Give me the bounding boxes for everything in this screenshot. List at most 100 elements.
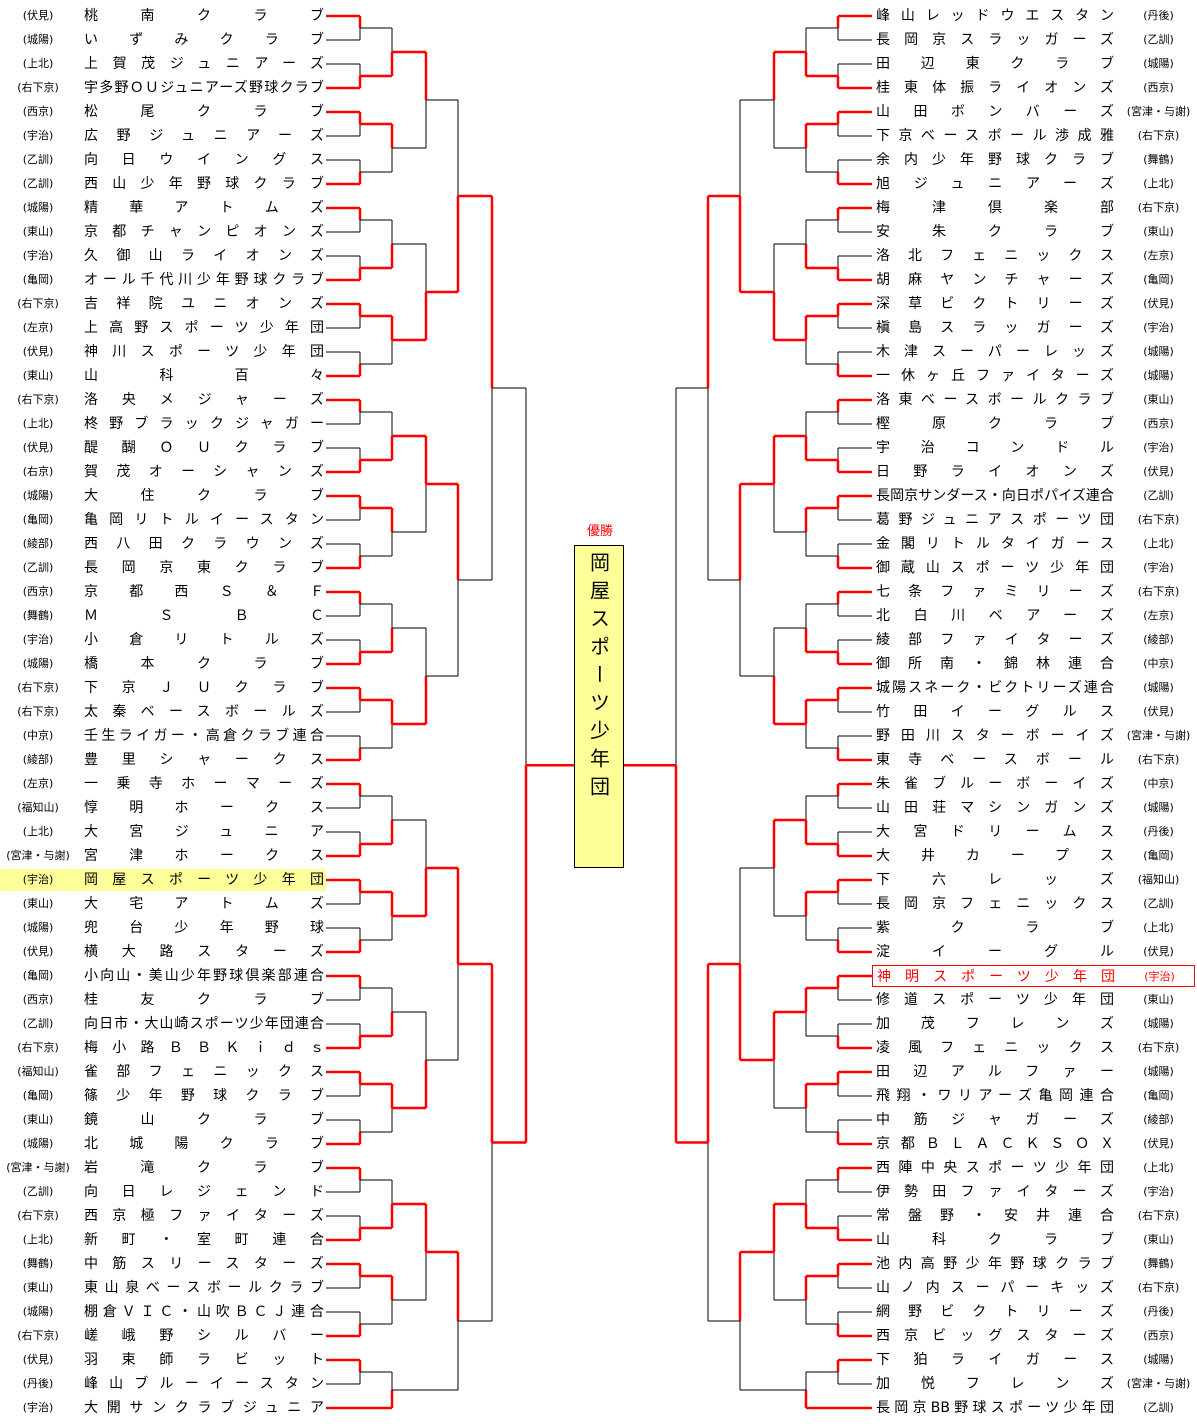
district-label: (亀岡) — [22, 273, 54, 286]
district-label: (右下京) — [17, 393, 59, 406]
team-name: 向日市・大山崎スポーツ少年団連合 — [84, 1016, 324, 1032]
bracket-entry: 胡麻ヤンチャーズ(亀岡) — [872, 269, 1197, 291]
team-name: 西八田クラウンズ — [84, 536, 324, 552]
bracket-entry: (中京)壬生ライガー・高倉クラブ連合 — [0, 725, 326, 747]
team-name: 山田荘マシンガンズ — [876, 800, 1114, 816]
bracket-entry: (亀岡)篠少年野球クラブ — [0, 1085, 326, 1107]
team-name: 横大路スターズ — [84, 944, 324, 960]
bracket-entry: (宇治)広野ジュニアーズ — [0, 125, 326, 147]
team-name: オール千代川少年野球クラブ — [84, 272, 324, 288]
team-name: 北白川ベアーズ — [876, 608, 1114, 624]
bracket-entry: 余内少年野球クラブ(舞鶴) — [872, 149, 1197, 171]
district-label: (右下京) — [1137, 585, 1180, 598]
district-label: (右下京) — [1137, 1041, 1180, 1054]
team-name: 上賀茂ジュニアーズ — [84, 56, 324, 72]
bracket-entry: 七条ファミリーズ (右下京) — [872, 581, 1197, 603]
bracket-entry: 御所南・錦林連合(中京) — [872, 653, 1197, 675]
bracket-entry: (右下京)下京ＪＵクラブ — [0, 677, 326, 699]
team-name: 新町・室町連合 — [84, 1232, 324, 1248]
team-name: 吉祥院ユニオンズ — [84, 296, 324, 312]
district-label: (左京) — [1143, 249, 1174, 262]
district-label: (丹後) — [22, 1377, 54, 1390]
bracket-entry: (乙訓)向日市・大山崎スポーツ少年団連合 — [0, 1013, 326, 1035]
bracket-entry: (西京)松尾クラブ — [0, 101, 326, 123]
team-name: 大宅アトムズ — [84, 896, 324, 912]
district-label: (中京) — [1143, 657, 1174, 670]
bracket-entry: 長岡京BB野球スポーツ少年団(乙訓) — [872, 1397, 1197, 1419]
bracket-entry: (宇治)大開サンクラブジュニア — [0, 1397, 326, 1419]
district-label: (西京) — [1143, 81, 1174, 94]
team-name: 山ノ内スーパーキッズ — [876, 1280, 1114, 1296]
district-label: (右下京) — [17, 297, 59, 310]
bracket-entry: 長岡京フェニックス(乙訓) — [872, 893, 1197, 915]
team-name: 一乗寺ホーマーズ — [84, 776, 324, 792]
team-name: 網野ビクトリーズ — [876, 1304, 1114, 1320]
district-label: (宇治) — [22, 873, 54, 886]
team-name: 深草ビクトリーズ — [876, 296, 1114, 312]
team-name: 七条ファミリーズ — [876, 584, 1114, 600]
team-name: 宇治コンドル — [876, 440, 1114, 456]
bracket-entry: (福知山)雀部フェニックス — [0, 1061, 326, 1083]
district-label: (宮津・与謝) — [1126, 729, 1191, 742]
bracket-entry: (右京)賀茂オーシャンズ — [0, 461, 326, 483]
bracket-entry: (乙訓)向日ウイングス — [0, 149, 326, 171]
team-name: 神川スポーツ少年団 — [84, 344, 324, 360]
district-label: (丹後) — [1143, 1305, 1174, 1318]
team-name: いずみクラブ — [84, 32, 324, 48]
district-label: (城陽) — [22, 33, 54, 46]
bracket-entry: 伊勢田ファイターズ(宇治) — [872, 1181, 1197, 1203]
bracket-entry: (右下京) 西京極ファイターズ — [0, 1205, 326, 1227]
bracket-entry: 山ノ内スーパーキッズ(右下京) — [872, 1277, 1197, 1299]
team-name: 木津スーパーレッズ — [876, 344, 1114, 360]
team-name: 東寺ベースボール — [876, 752, 1114, 768]
bracket-entry: (東山)鏡山クラブ — [0, 1109, 326, 1131]
bracket-entry: (西京)京都西Ｓ＆Ｆ — [0, 581, 326, 603]
bracket-entry: 北白川ベアーズ(左京) — [872, 605, 1197, 627]
team-name: 長岡京フェニックス — [876, 896, 1114, 912]
district-label: (右下京) — [1137, 201, 1180, 214]
district-label: (城陽) — [22, 201, 54, 214]
bracket-entry: (東山)山科百々 — [0, 365, 326, 387]
district-label: (城陽) — [22, 489, 54, 502]
bracket-entry: 田辺東クラブ(城陽) — [872, 53, 1197, 75]
bracket-entry: (上北)柊野ブラックジャガー — [0, 413, 326, 435]
team-name: 山科百々 — [84, 368, 324, 384]
bracket-entry: 野田川スターボーイズ(宮津・与謝) — [872, 725, 1197, 747]
district-label: (城陽) — [1143, 1065, 1174, 1078]
district-label: (宇治) — [22, 1401, 54, 1414]
district-label: (右下京) — [1137, 1209, 1180, 1222]
district-label: (上北) — [1143, 537, 1174, 550]
bracket-entry: 西京ビッグスターズ(西京) — [872, 1325, 1197, 1347]
team-name: 棚倉ＶＩＣ・山吹ＢＣＪ連合 — [84, 1304, 324, 1320]
team-name: 田辺アルファー — [876, 1064, 1114, 1080]
team-name: 峰山レッドウエスタン — [876, 8, 1114, 24]
champion-label: 優勝 — [586, 524, 613, 539]
bracket-entry: (右下京)太秦ベースボールズ — [0, 701, 326, 723]
bracket-entry: 金閣リトルタイガース(上北) — [872, 533, 1197, 555]
bracket-entry: (右下京)宇多野ＯＵジュニアーズ野球クラブ — [0, 77, 326, 99]
district-label: (東山) — [1143, 1233, 1174, 1246]
team-name: 西京極ファイターズ — [84, 1208, 324, 1224]
district-label: (上北) — [22, 417, 54, 430]
team-name: 凌風フェニックス — [876, 1040, 1114, 1056]
district-label: (右下京) — [17, 1209, 59, 1222]
district-label: (乙訓) — [22, 1185, 54, 1198]
team-name: 洛央メジャーズ — [84, 392, 324, 408]
district-label: (右下京) — [17, 705, 59, 718]
team-name: 兜台少年野球 — [84, 920, 324, 936]
team-name: 桂友クラブ — [84, 992, 324, 1008]
team-name: 修道スポーツ少年団 — [876, 992, 1114, 1008]
bracket-entry: 深草ビクトリーズ(伏見) — [872, 293, 1197, 315]
bracket-entry: 城陽スネーク・ビクトリーズ連合(城陽) — [872, 677, 1197, 699]
bracket-entry: (福知山)惇明ホークス — [0, 797, 326, 819]
district-label: (西京) — [22, 105, 54, 118]
bracket-entry: 長岡京サンダース・向日ポパイズ連合(乙訓) — [872, 485, 1197, 507]
district-label: (宇治) — [1143, 1185, 1174, 1198]
bracket-entry: 長岡京スラッガーズ(乙訓) — [872, 29, 1197, 51]
district-label: (右下京) — [17, 681, 59, 694]
district-label: (東山) — [1143, 393, 1174, 406]
bracket-entry: 洛北フェニックス(左京) — [872, 245, 1197, 267]
team-name: 下京ベースボール渉成雅 — [876, 128, 1114, 144]
district-label: (東山) — [22, 225, 54, 238]
